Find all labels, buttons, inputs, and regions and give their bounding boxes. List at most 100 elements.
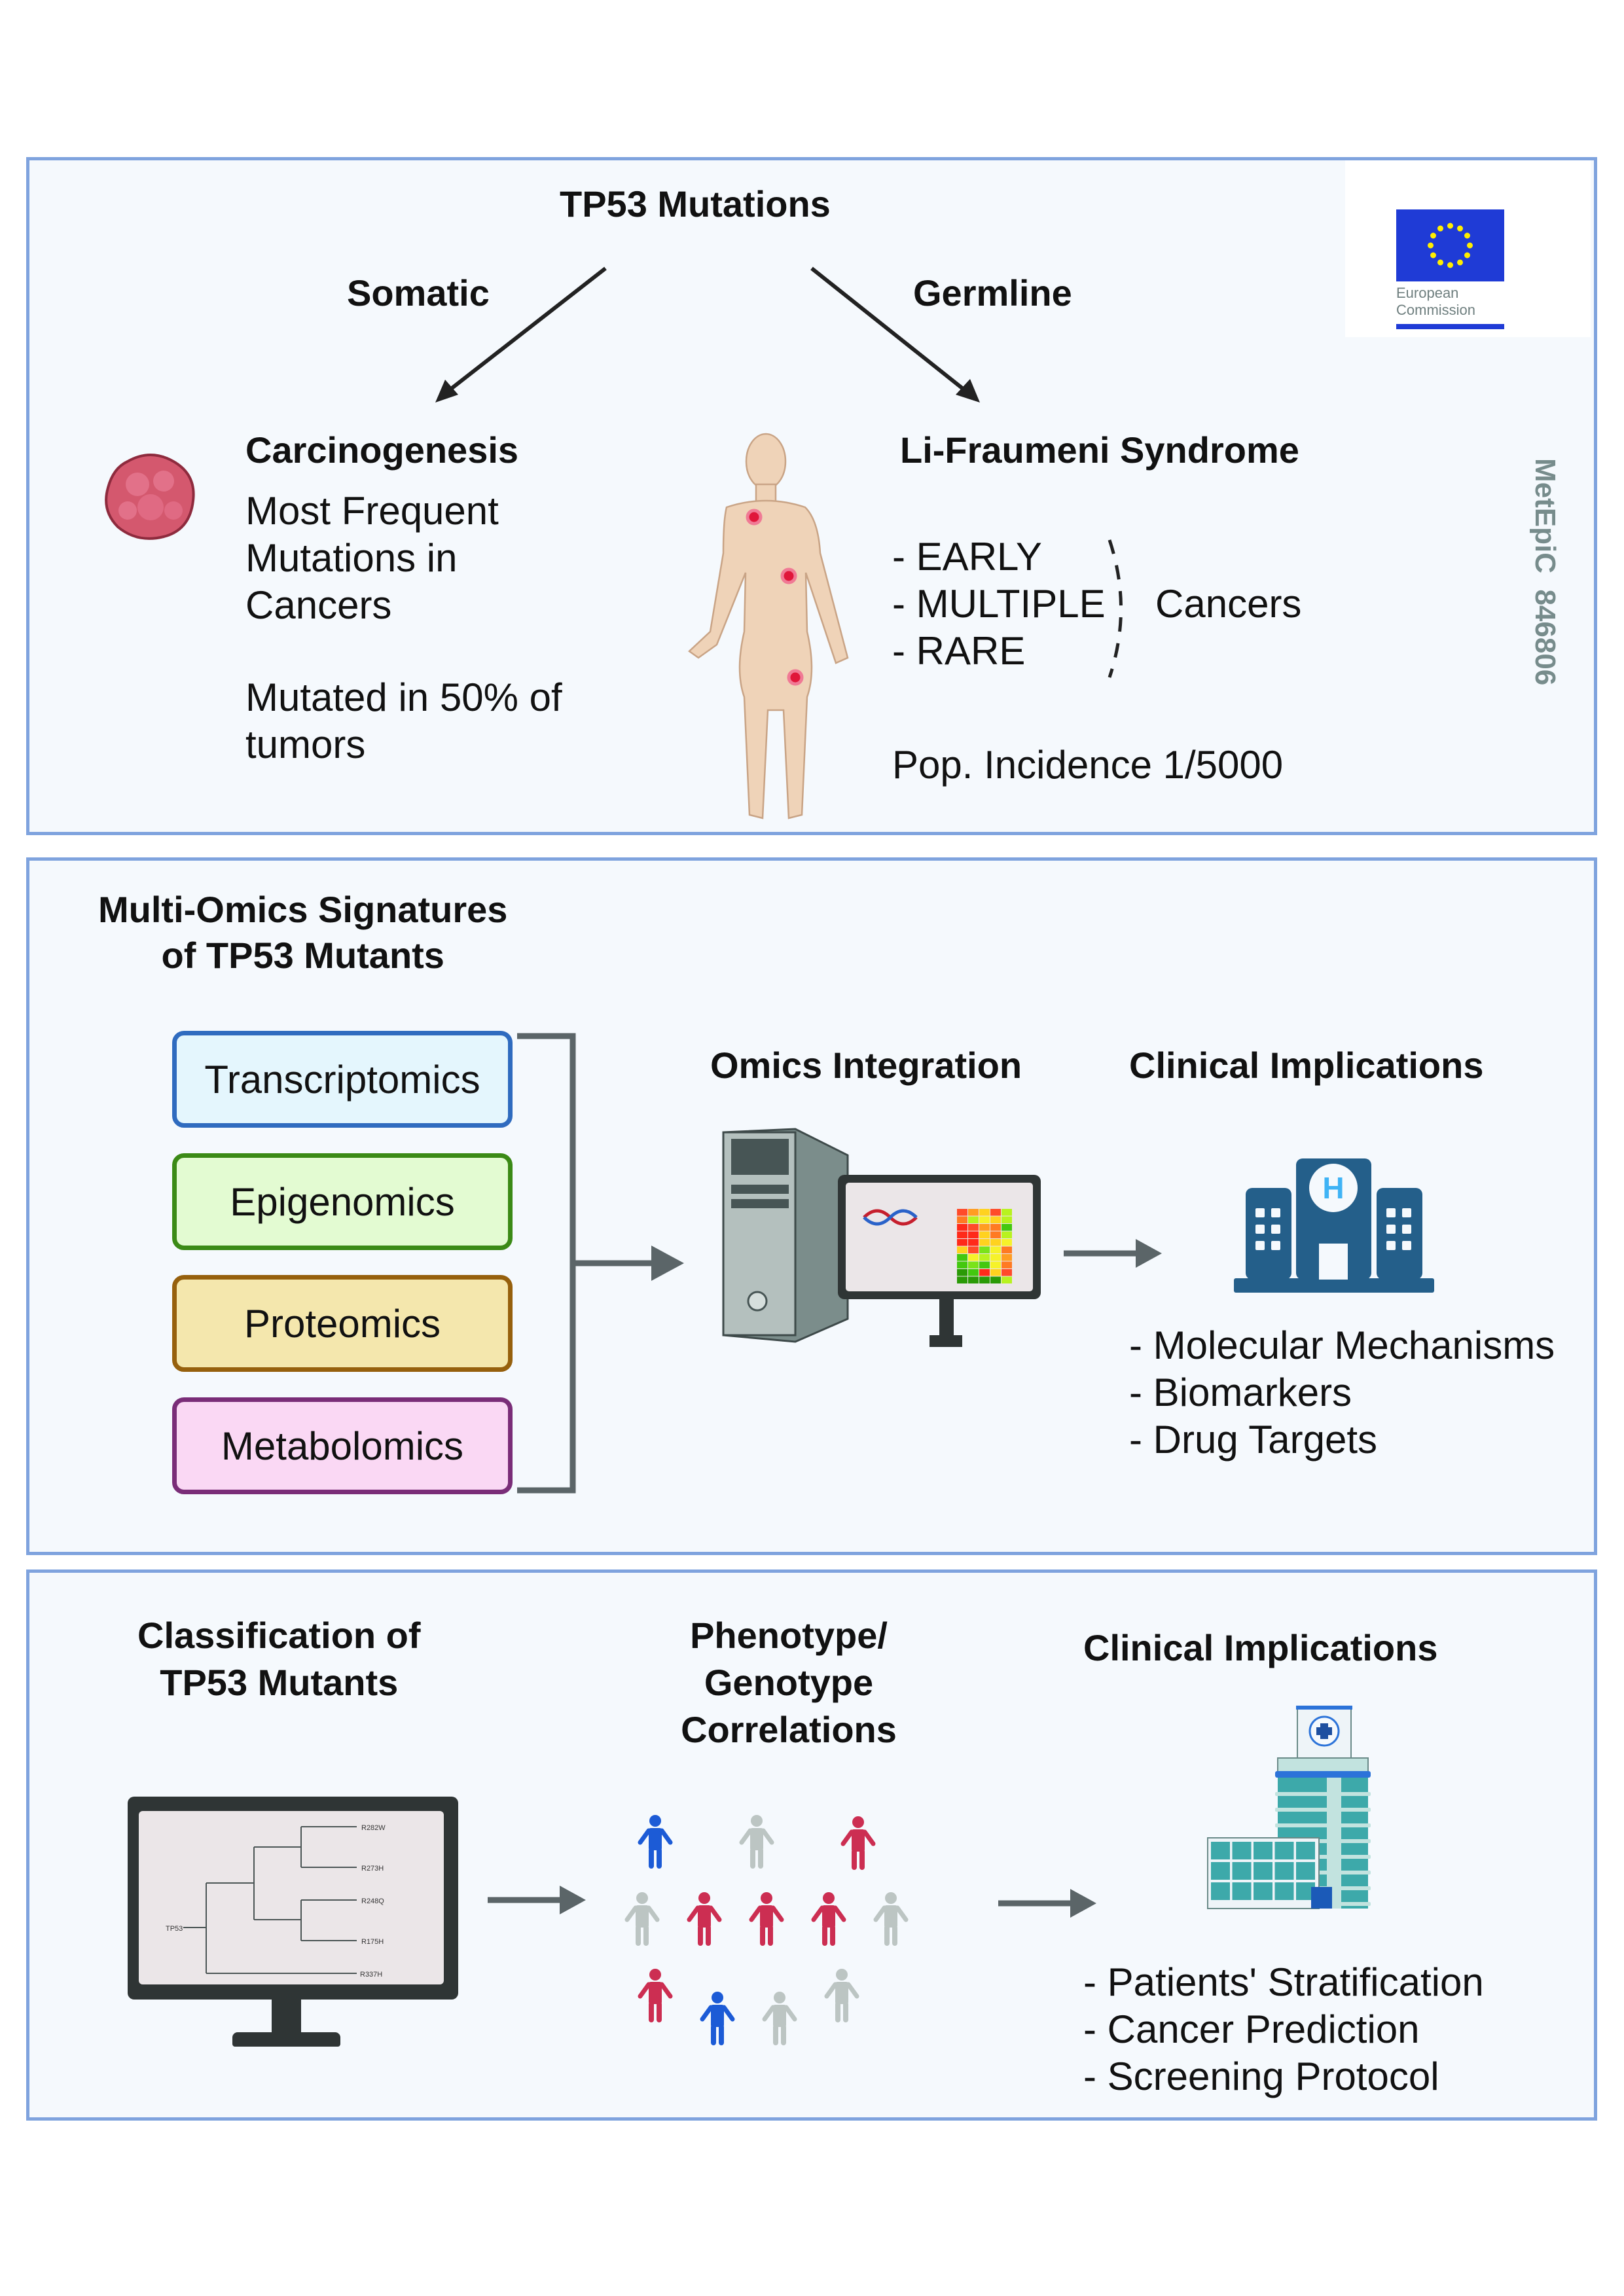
heatmap-cell	[990, 1276, 1001, 1283]
omics-epigenomics: Epigenomics	[172, 1153, 513, 1250]
cancer-features-list: - EARLY - MULTIPLE - RARE	[892, 533, 1106, 675]
heatmap-cell	[957, 1209, 967, 1216]
heatmap-cell	[968, 1276, 979, 1283]
heatmap-cell	[1001, 1276, 1012, 1283]
feature-early: - EARLY	[892, 535, 1042, 579]
person-icon	[811, 1892, 846, 1946]
arrow-people-to-clinical	[998, 1889, 1096, 1918]
heatmap-cell	[957, 1254, 967, 1261]
correlation-title: Phenotype/ Genotype Correlations	[651, 1612, 926, 1753]
person-icon	[873, 1892, 909, 1946]
heatmap-cell	[990, 1231, 1001, 1238]
heatmap-cell	[1001, 1216, 1012, 1223]
heatmap-cell	[979, 1254, 990, 1261]
heatmap-cell	[979, 1261, 990, 1268]
title-line: Genotype	[704, 1662, 874, 1703]
person-icon	[840, 1816, 876, 1870]
heatmap-cell	[979, 1231, 990, 1238]
phylogenetic-tree-monitor: TP53 R282W R273H R248Q R175H R337H	[128, 1797, 461, 2047]
li-fraumeni-heading: Li-Fraumeni Syndrome	[900, 429, 1299, 471]
incidence-text: Pop. Incidence 1/5000	[892, 743, 1284, 787]
heatmap-cell	[957, 1231, 967, 1238]
clinical-implications-list-2: - Patients' Stratification - Cancer Pred…	[1083, 1959, 1484, 2100]
tumor-icon	[105, 454, 195, 540]
feature-rare: - RARE	[892, 629, 1026, 673]
clinical-item: - Drug Targets	[1129, 1418, 1378, 1462]
eu-star-icon	[1430, 252, 1437, 259]
european-commission-logo: European Commission	[1345, 160, 1591, 337]
heatmap-cell	[990, 1246, 1001, 1253]
heatmap-cell	[990, 1224, 1001, 1231]
dashed-brace	[1108, 539, 1123, 678]
carcinogenesis-text-1: Most Frequent Mutations in Cancers	[245, 488, 499, 629]
heatmap-cell	[957, 1269, 967, 1276]
arrow-to-clinical	[1064, 1239, 1162, 1268]
omics-metabolomics: Metabolomics	[172, 1397, 513, 1494]
heatmap-cell	[1001, 1209, 1012, 1216]
person-icon	[638, 1815, 673, 1869]
clinical-item: - Molecular Mechanisms	[1129, 1323, 1555, 1367]
text-line: Cancers	[245, 583, 392, 627]
heatmap-cell	[990, 1209, 1001, 1216]
heatmap-cell	[957, 1276, 967, 1283]
clinical-item: - Screening Protocol	[1083, 2054, 1439, 2098]
heatmap-cell	[990, 1239, 1001, 1246]
heatmap-cell	[979, 1216, 990, 1223]
eu-star-icon	[1457, 259, 1463, 266]
heatmap-cell	[979, 1276, 990, 1283]
heatmap-cell	[979, 1209, 990, 1216]
eu-star-icon	[1464, 252, 1470, 259]
panel-tp53-mutations: TP53 Mutations Somatic Germline Carcinog…	[26, 157, 1597, 835]
heatmap-cell	[968, 1239, 979, 1246]
tree-leaf-label: R175H	[361, 1938, 384, 1946]
person-icon	[824, 1969, 859, 2022]
clinical-item: - Biomarkers	[1129, 1371, 1352, 1414]
heatmap-cell	[968, 1254, 979, 1261]
somatic-label: Somatic	[347, 272, 490, 314]
text-line: Mutated in 50% of	[245, 675, 562, 719]
logo-line: European	[1396, 285, 1459, 301]
text-line: tumors	[245, 723, 366, 766]
eu-star-icon	[1457, 225, 1463, 232]
heatmap-cell	[968, 1209, 979, 1216]
person-icon	[638, 1969, 673, 2022]
eu-star-icon	[1430, 232, 1437, 239]
people-group-icon	[624, 1815, 909, 2045]
eu-star-icon	[1437, 225, 1443, 232]
clinical-implications-title: Clinical Implications	[1129, 1045, 1484, 1086]
hospital-icon: H	[1234, 1158, 1434, 1293]
person-icon	[749, 1892, 784, 1946]
heatmap-cell	[1001, 1231, 1012, 1238]
heatmap-cell	[957, 1246, 967, 1253]
omics-transcriptomics: Transcriptomics	[172, 1031, 513, 1128]
feature-multiple: - MULTIPLE	[892, 582, 1106, 626]
arrow-germline	[810, 266, 980, 403]
heatmap-cell	[979, 1246, 990, 1253]
title-line: Classification of	[137, 1615, 421, 1656]
classification-title: Classification of TP53 Mutants	[137, 1612, 421, 1706]
eu-star-icon	[1467, 242, 1473, 249]
heatmap-cell	[957, 1224, 967, 1231]
person-icon	[624, 1892, 660, 1946]
person-icon	[700, 1992, 735, 2045]
eu-flag-icon	[1396, 209, 1504, 281]
heatmap-cell	[968, 1231, 979, 1238]
clinical-item: - Cancer Prediction	[1083, 2007, 1420, 2051]
text-line: Mutations in	[245, 536, 458, 580]
clinical-implications-list: - Molecular Mechanisms - Biomarkers - Dr…	[1129, 1322, 1555, 1463]
heatmap-cell	[1001, 1239, 1012, 1246]
heatmap-cell	[957, 1239, 967, 1246]
title-line: of TP53 Mutants	[161, 935, 444, 976]
heatmap-cell	[990, 1261, 1001, 1268]
heatmap-cell	[979, 1239, 990, 1246]
grouping-bracket	[517, 1033, 684, 1494]
title-line: TP53 Mutants	[160, 1662, 399, 1703]
heatmap-cell	[990, 1269, 1001, 1276]
carcinogenesis-text-2: Mutated in 50% of tumors	[245, 674, 562, 768]
svg-text:H: H	[1322, 1171, 1344, 1205]
heatmap-cell	[957, 1261, 967, 1268]
title-line: Multi-Omics Signatures	[98, 889, 508, 930]
logo-line: Commission	[1396, 302, 1476, 318]
panel-classification: Classification of TP53 Mutants Phenotype…	[26, 1570, 1597, 2121]
heatmap-cell	[968, 1216, 979, 1223]
